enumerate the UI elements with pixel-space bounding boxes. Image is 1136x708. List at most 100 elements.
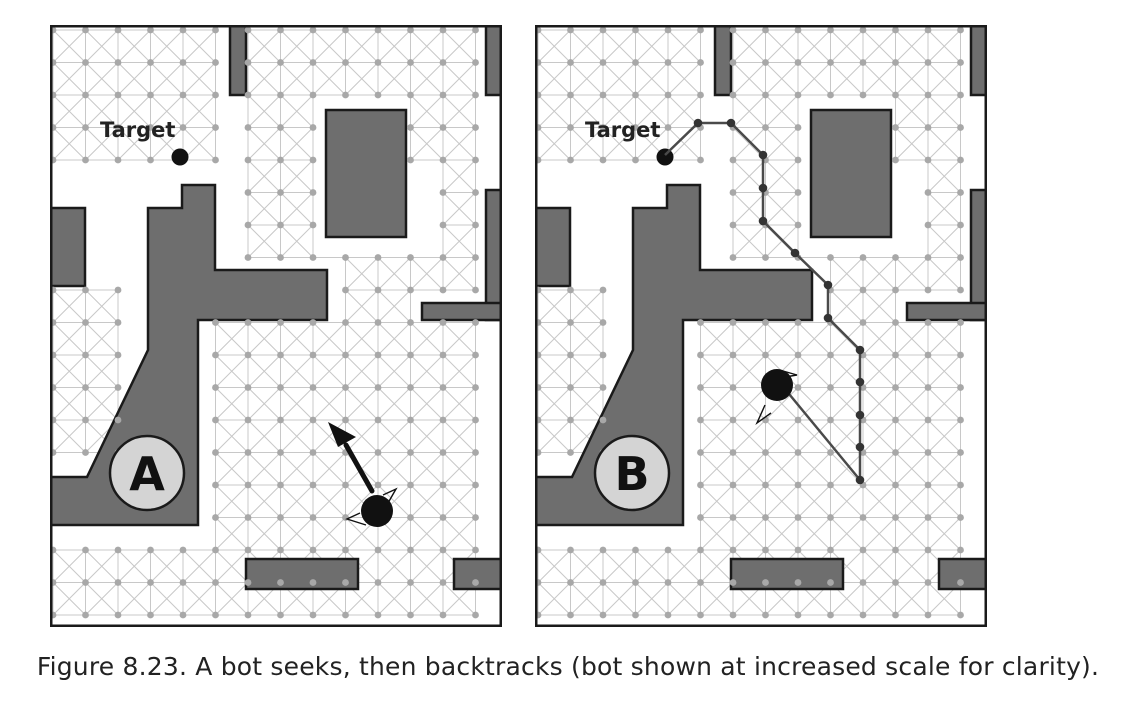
grid-node	[114, 91, 122, 99]
grid-node	[114, 416, 122, 424]
grid-node	[892, 254, 899, 261]
grid-edge	[410, 582, 444, 616]
grid-node	[114, 611, 122, 619]
grid-edge	[247, 322, 281, 356]
grid-node	[567, 156, 574, 164]
grid-node	[827, 254, 834, 261]
grid-nodes	[50, 26, 479, 619]
grid-edge	[410, 127, 444, 161]
grid-edge	[215, 452, 249, 486]
grid-node	[439, 546, 447, 554]
grid-edge	[830, 582, 864, 616]
grid-edge	[700, 419, 734, 453]
grid-node	[664, 124, 672, 131]
grid-edge	[345, 582, 379, 616]
grid-node	[924, 254, 932, 261]
grid-node	[827, 351, 834, 359]
grid-edge	[215, 582, 249, 616]
grid-edge	[280, 387, 314, 421]
grid-node	[859, 611, 867, 619]
grid-node	[82, 351, 89, 359]
wall-block	[535, 206, 572, 288]
grid-edge	[927, 354, 961, 388]
grid-edge	[247, 159, 281, 193]
grid-edge	[570, 387, 604, 421]
grid-edge	[312, 322, 346, 356]
grid-node	[859, 546, 867, 554]
grid-node	[114, 156, 122, 164]
grid-node	[729, 26, 737, 34]
grid-node	[114, 286, 122, 294]
grid-node	[924, 416, 932, 424]
grid-edge	[410, 387, 444, 421]
wall-block	[729, 557, 845, 591]
grid-node	[794, 514, 802, 521]
wall-block	[228, 25, 248, 97]
grid-edge	[247, 517, 281, 551]
grid-node	[439, 124, 447, 131]
grid-edge	[537, 354, 571, 388]
grid-edge	[52, 29, 86, 63]
grid-node	[794, 221, 802, 229]
grid-node	[762, 514, 769, 521]
grid-node	[147, 546, 154, 554]
grid-node	[827, 611, 834, 619]
grid-node	[277, 26, 284, 34]
grid-edge	[182, 127, 216, 161]
grid-node	[82, 59, 89, 66]
grid-edge	[830, 419, 864, 453]
grid-node	[957, 449, 964, 456]
grid-edge	[442, 452, 476, 486]
grid-edge	[765, 94, 799, 128]
grid-edge	[570, 289, 604, 323]
grid-edge	[732, 484, 766, 518]
grid-node	[309, 91, 317, 99]
grid-node	[244, 221, 252, 229]
grid-node	[957, 514, 964, 521]
grid-edge	[797, 322, 831, 356]
grid-node	[924, 481, 932, 489]
grid-edge	[927, 322, 961, 356]
grid-node	[827, 546, 834, 554]
grid-node	[859, 91, 867, 99]
grid-edge	[117, 62, 151, 96]
grid-edge	[52, 289, 86, 323]
grid-edge	[927, 484, 961, 518]
grid-node	[244, 481, 252, 489]
grid-node	[82, 384, 89, 391]
grid-node	[892, 59, 899, 66]
grid-edge	[85, 94, 119, 128]
grid-node	[729, 416, 737, 424]
grid-edge	[442, 159, 476, 193]
grid-node	[567, 26, 574, 34]
grid-node	[924, 91, 932, 99]
grid-node	[439, 254, 447, 261]
grid-node	[599, 91, 607, 99]
grid-node	[277, 481, 284, 489]
grid-edge	[895, 127, 929, 161]
grid-node	[407, 546, 414, 554]
grid-node	[697, 579, 704, 586]
grid-edge	[442, 517, 476, 551]
grid-node	[179, 546, 187, 554]
grid-node	[212, 384, 219, 391]
grid-node	[697, 481, 704, 489]
grid-node	[407, 319, 414, 326]
grid-edge	[410, 452, 444, 486]
grid-edge	[700, 354, 734, 388]
grid-edge	[765, 29, 799, 63]
grid-node	[762, 254, 769, 261]
path-node	[855, 475, 865, 485]
grid-node	[439, 514, 447, 521]
grid-node	[632, 59, 639, 66]
grid-edge	[117, 94, 151, 128]
grid-node	[729, 384, 737, 391]
grid-node	[729, 514, 737, 521]
grid-node	[762, 481, 769, 489]
grid-node	[957, 124, 964, 131]
grid-edge	[732, 94, 766, 128]
grid-edge	[862, 484, 896, 518]
grid-edge	[700, 484, 734, 518]
grid-edge	[570, 354, 604, 388]
